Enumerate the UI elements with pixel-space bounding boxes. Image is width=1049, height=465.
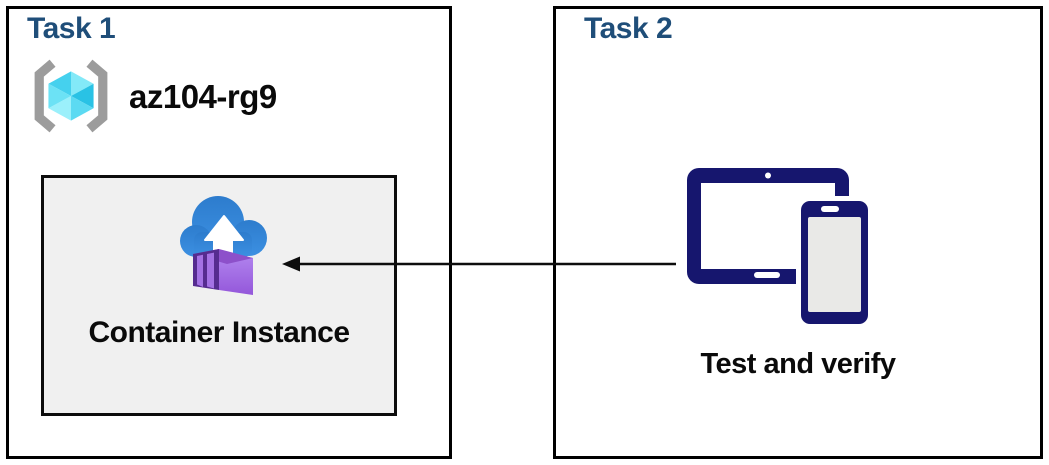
container-instance-icon xyxy=(180,196,267,295)
task2-title: Task 2 xyxy=(584,12,673,45)
resource-group-icon xyxy=(34,59,108,133)
cube xyxy=(48,71,94,121)
resource-group-name: az104-rg9 xyxy=(129,78,277,115)
tablet-home-button xyxy=(754,272,780,278)
container-instance-label: Container Instance xyxy=(88,316,350,349)
right-bracket xyxy=(86,59,108,133)
phone-icon xyxy=(796,196,872,328)
devices-icon xyxy=(687,168,872,328)
phone-speaker xyxy=(821,206,839,212)
left-bracket xyxy=(34,59,56,133)
task1-title: Task 1 xyxy=(27,12,116,45)
test-and-verify-label: Test and verify xyxy=(700,348,896,380)
container xyxy=(193,249,253,295)
tablet-camera-dot xyxy=(765,172,771,179)
